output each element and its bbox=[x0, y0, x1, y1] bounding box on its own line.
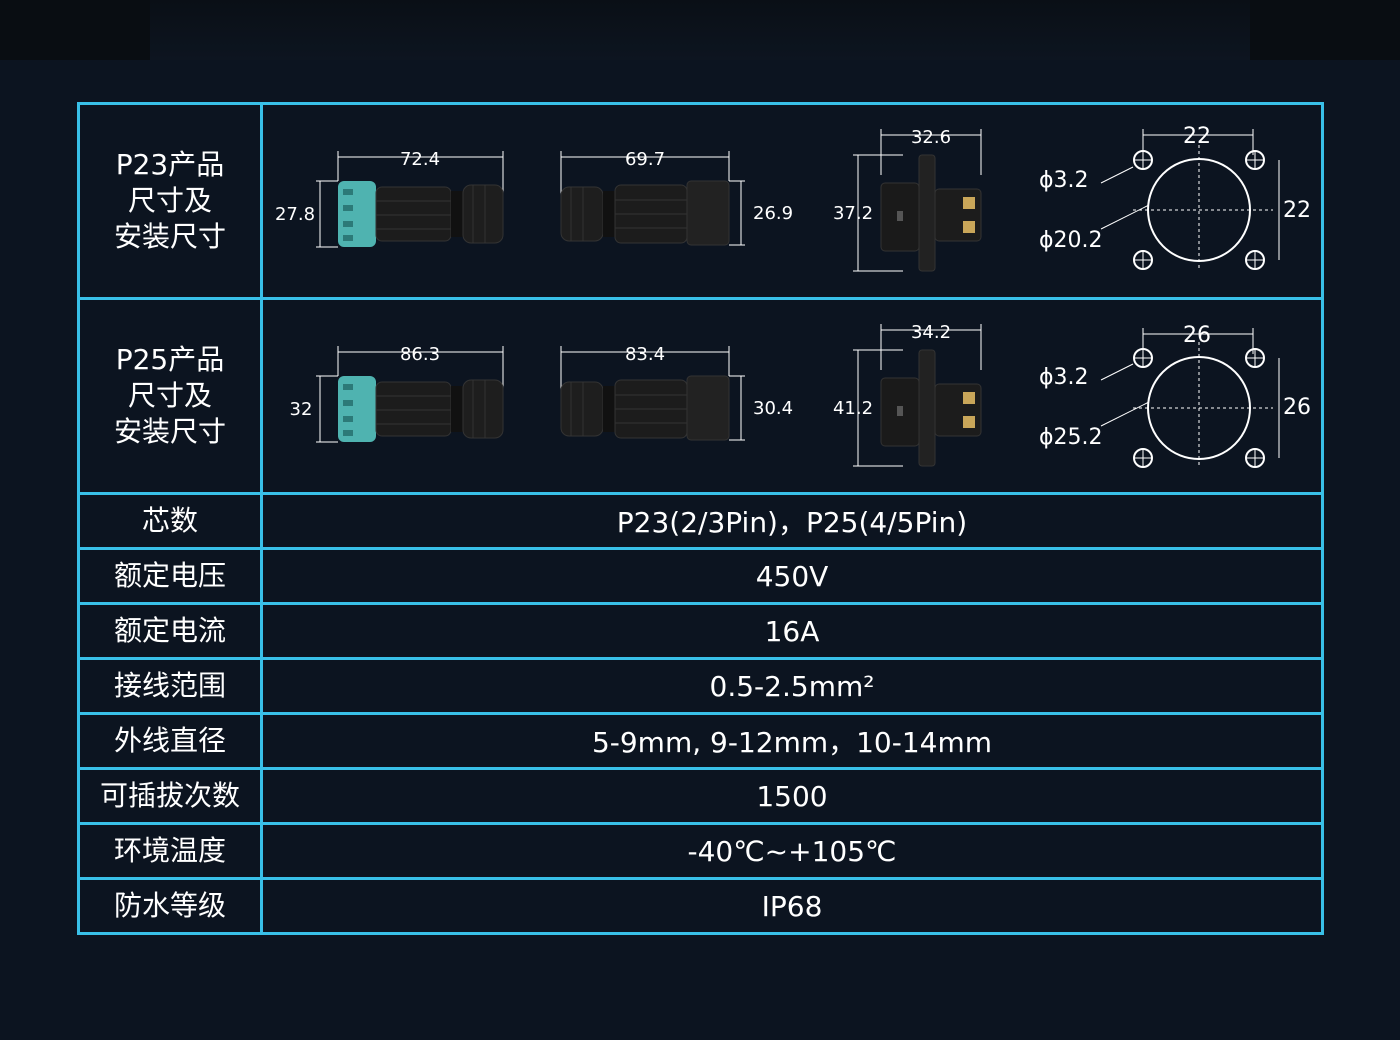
female-length-label: 69.7 bbox=[625, 149, 665, 170]
socket-height-label: 41.2 bbox=[833, 398, 873, 419]
spec-label: 外线直径 bbox=[77, 712, 263, 770]
product-row-p25: P25产品 尺寸及 安装尺寸 86.3 32 bbox=[77, 297, 1324, 495]
panel-socket-drawing: 34.2 41.2 bbox=[833, 322, 982, 467]
product-row-p23: P23产品 尺寸及 安装尺寸 72.4 27.8 bbox=[77, 102, 1324, 300]
product-label-line: P23产品 bbox=[115, 148, 225, 181]
spec-value: 5-9mm, 9-12mm，10-14mm bbox=[260, 712, 1324, 770]
product-label-line: 安装尺寸 bbox=[113, 220, 226, 253]
panel-square-h-label: 22 bbox=[1183, 124, 1211, 149]
mount-hole-icon bbox=[1245, 448, 1265, 468]
mount-hole-icon bbox=[1245, 250, 1265, 270]
mount-hole-icon bbox=[1133, 250, 1153, 270]
product-drawing-cell: 86.3 32 bbox=[260, 297, 1324, 495]
male-plug-drawing: 72.4 27.8 bbox=[275, 149, 504, 248]
spec-value: 16A bbox=[260, 602, 1324, 660]
spec-label: 额定电流 bbox=[77, 602, 263, 660]
product-label-line: 尺寸及 bbox=[127, 184, 212, 217]
socket-height-label: 37.2 bbox=[833, 203, 873, 224]
male-plug-drawing: 86.3 32 bbox=[290, 344, 504, 443]
spec-value: P23(2/3Pin)，P25(4/5Pin) bbox=[260, 492, 1324, 550]
panel-cutout-drawing: 26 26 ϕ3.2 ϕ25.2 bbox=[1039, 323, 1311, 468]
panel-hole-label: ϕ3.2 bbox=[1039, 168, 1089, 193]
socket-width-label: 32.6 bbox=[911, 127, 951, 148]
spec-value: -40℃~+105℃ bbox=[260, 822, 1324, 880]
female-length-label: 83.4 bbox=[625, 344, 665, 365]
banner-dark-right bbox=[1250, 0, 1400, 60]
male-diameter-label: 32 bbox=[290, 399, 313, 420]
product-label-line: 尺寸及 bbox=[127, 379, 212, 412]
spec-row-rated-current: 额定电流 16A bbox=[77, 602, 1324, 660]
panel-square-v-label: 26 bbox=[1283, 395, 1311, 420]
spec-value: 0.5-2.5mm² bbox=[260, 657, 1324, 715]
mount-hole-icon bbox=[1133, 150, 1153, 170]
spec-label: 可插拔次数 bbox=[77, 767, 263, 825]
socket-width-label: 34.2 bbox=[911, 322, 951, 343]
spec-row-mating-cycles: 可插拔次数 1500 bbox=[77, 767, 1324, 825]
panel-cutout-drawing: 22 22 ϕ3.2 ϕ20.2 bbox=[1039, 124, 1311, 270]
panel-cutout-label: ϕ20.2 bbox=[1039, 228, 1103, 253]
spec-value: 1500 bbox=[260, 767, 1324, 825]
dimension-drawing-p23: 72.4 27.8 bbox=[275, 124, 1311, 272]
female-plug-drawing: 69.7 26.9 bbox=[560, 149, 793, 246]
panel-socket-drawing: 32.6 37.2 bbox=[833, 127, 982, 272]
spec-label: 芯数 bbox=[77, 492, 263, 550]
male-length-label: 86.3 bbox=[400, 344, 440, 365]
spec-label: 环境温度 bbox=[77, 822, 263, 880]
product-label-cell: P25产品 尺寸及 安装尺寸 bbox=[77, 297, 263, 495]
mount-hole-icon bbox=[1133, 348, 1153, 368]
mount-hole-icon bbox=[1133, 448, 1153, 468]
female-plug-drawing: 83.4 30.4 bbox=[560, 344, 793, 441]
panel-hole-label: ϕ3.2 bbox=[1039, 365, 1089, 390]
spec-row-rated-voltage: 额定电压 450V bbox=[77, 547, 1324, 605]
banner-dark-left bbox=[0, 0, 150, 60]
spec-label: 额定电压 bbox=[77, 547, 263, 605]
panel-square-v-label: 22 bbox=[1283, 198, 1311, 223]
product-label-line: 安装尺寸 bbox=[113, 415, 226, 448]
panel-cutout-label: ϕ25.2 bbox=[1039, 425, 1103, 450]
product-label-cell: P23产品 尺寸及 安装尺寸 bbox=[77, 102, 263, 300]
spec-row-cable-diameter: 外线直径 5-9mm, 9-12mm，10-14mm bbox=[77, 712, 1324, 770]
male-diameter-label: 27.8 bbox=[275, 204, 315, 225]
spec-table: P23产品 尺寸及 安装尺寸 72.4 27.8 bbox=[77, 102, 1324, 935]
spec-value: IP68 bbox=[260, 877, 1324, 935]
spec-value: 450V bbox=[260, 547, 1324, 605]
male-length-label: 72.4 bbox=[400, 149, 440, 170]
panel-square-h-label: 26 bbox=[1183, 323, 1211, 348]
mount-hole-icon bbox=[1245, 348, 1265, 368]
spec-label: 防水等级 bbox=[77, 877, 263, 935]
spec-row-ambient-temp: 环境温度 -40℃~+105℃ bbox=[77, 822, 1324, 880]
dimension-drawing-p25: 86.3 32 bbox=[290, 322, 1311, 468]
spec-row-wiring-range: 接线范围 0.5-2.5mm² bbox=[77, 657, 1324, 715]
female-diameter-label: 30.4 bbox=[753, 398, 793, 419]
spec-label: 接线范围 bbox=[77, 657, 263, 715]
female-diameter-label: 26.9 bbox=[753, 203, 793, 224]
product-label-line: P25产品 bbox=[115, 343, 225, 376]
top-banner bbox=[0, 0, 1400, 60]
spec-row-cores: 芯数 P23(2/3Pin)，P25(4/5Pin) bbox=[77, 492, 1324, 550]
product-drawing-cell: 72.4 27.8 bbox=[260, 102, 1324, 300]
spec-row-waterproof: 防水等级 IP68 bbox=[77, 877, 1324, 935]
mount-hole-icon bbox=[1245, 150, 1265, 170]
